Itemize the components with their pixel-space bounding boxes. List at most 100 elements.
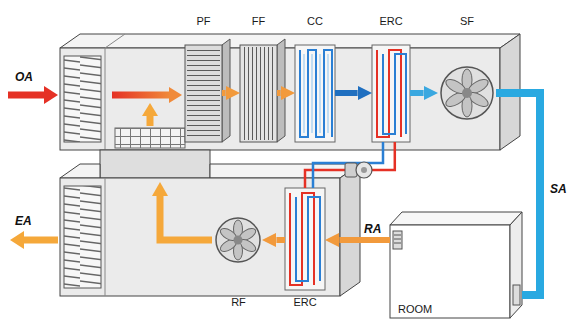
exhaust-air-label: EA [14,214,33,228]
return-fan [216,218,260,262]
component-label: ROOM [398,303,432,316]
energy-recovery-coil [285,188,325,290]
supply-fan [441,67,493,119]
recirculation-arrow [152,182,168,196]
airflow-arrow [222,90,226,96]
energy-recovery-coil [296,197,320,281]
supply-fan-node: SF [438,45,496,142]
return-fan-node: RF [215,188,262,290]
pump-symbol [356,162,372,178]
recirculation-arrow [160,196,212,240]
component-label: ERC [285,296,325,309]
final-filter-node: FF [240,45,277,142]
airflow-arrow [335,90,358,96]
prefilter [222,39,230,142]
airflow-arrow [277,90,281,96]
room-box [390,212,522,225]
mixing-damper [115,128,185,148]
recirculation-arrow [147,115,154,126]
component-label: RF [215,296,262,309]
prefilter [187,47,220,140]
mixed-air-arrow [112,87,182,103]
outside-air-arrow [44,86,58,104]
mixing-duct [100,150,210,178]
recirculation-arrow [142,103,158,116]
outside-air-louver [64,56,101,142]
component-label: FF [240,15,277,28]
recirculation-arrow [142,103,158,126]
airflow-arrow [410,90,424,96]
supply-fan [462,88,472,98]
component-label: CC [295,15,335,28]
lower-housing [105,178,106,296]
outside-air-arrow [8,92,44,99]
supply-duct [496,93,540,295]
exhaust-air-arrow [10,231,58,249]
outside-air-louver [64,56,101,142]
component-label: SF [438,15,496,28]
pump-overlay [313,142,383,188]
exhaust-air-louver [64,186,101,288]
mixed-air-arrow [112,92,170,99]
lower-housing [340,164,360,296]
exhaust-air-arrow [24,237,58,244]
recirculation-arrow [152,182,212,240]
energy-recovery-coil [285,188,325,290]
energy-recovery-coil [377,50,401,137]
lower-housing [60,164,360,296]
energy-recovery-coil [372,45,410,142]
prefilter [185,39,230,142]
cooling-coil [295,45,335,142]
energy-recovery-coil [290,193,314,285]
energy-recovery-coil [383,54,406,134]
return-fan [216,218,260,262]
airflow-arrow [276,237,285,243]
room-box [394,235,401,243]
prefilter [185,45,222,142]
room-box [510,212,522,318]
connector-group [222,93,540,295]
cooling-coil [295,45,335,142]
coil-pipe [305,142,395,188]
cooling-coil-node: CC [295,45,335,142]
outside-air-label: OA [14,70,34,84]
flow-label: RA [363,222,382,236]
upper-housing [60,34,520,150]
mixing-duct [100,150,210,178]
exhaust-air-arrow [10,231,24,249]
outside-air-arrow [8,86,58,104]
pump-symbol [361,167,367,173]
upper-housing [60,34,520,48]
room-box [393,231,402,249]
room-node: ROOM [390,212,522,318]
exhaust-air-louver [64,186,101,288]
upper-housing [105,48,106,150]
supply-fan [441,67,493,119]
pump-symbol [345,163,357,177]
return-fan [234,236,243,245]
recovery-coil-node: ERC [372,45,410,142]
final-filter [242,47,275,140]
pump-symbol [345,162,372,178]
final-filter [240,39,285,142]
return-air-arrow [339,237,390,243]
room-box [513,285,520,305]
room-box [390,225,510,318]
component-label: ERC [372,15,410,28]
prefilter-node: PF [185,45,222,142]
component-label: PF [185,15,222,28]
lower-housing [60,164,100,178]
energy-recovery-coil [372,45,410,142]
return-fan [218,220,257,260]
mixing-damper [115,128,185,148]
exhaust-air-louver [64,186,101,288]
final-filter [240,45,277,142]
upper-housing [105,34,125,48]
final-filter [277,39,285,142]
cooling-coil [304,54,328,133]
mixed-air-arrow [169,87,182,103]
lower-housing [60,178,340,296]
